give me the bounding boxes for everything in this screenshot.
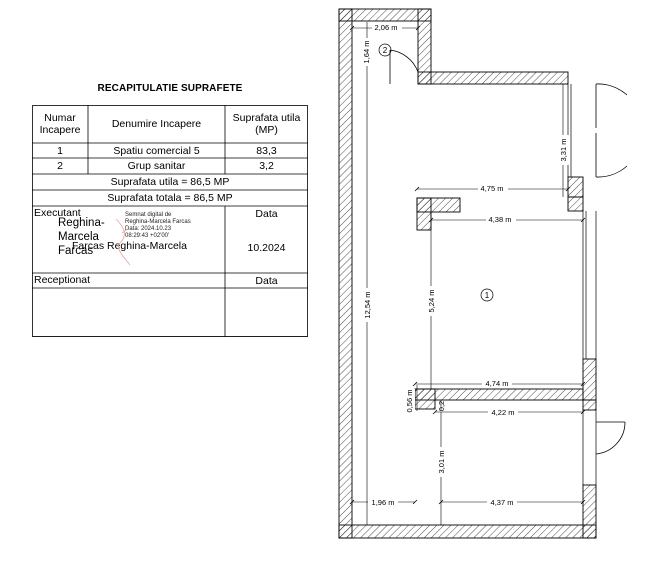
dimension-ticks bbox=[349, 25, 586, 505]
table-grid bbox=[32, 105, 308, 337]
row1-number: 1 bbox=[57, 144, 63, 157]
receptionat-label: Receptionat bbox=[34, 274, 91, 286]
total-area: Suprafata totala = 86,5 MP bbox=[107, 192, 233, 204]
executant-data-label: Data bbox=[255, 208, 278, 220]
header-room-number: Numar Incapere bbox=[39, 112, 81, 136]
row1-name: Spatiu comercial 5 bbox=[113, 144, 200, 157]
dim-inner-height: 5,24 m bbox=[427, 290, 436, 313]
table-title: RECAPITULATIE SUPRAFETE bbox=[97, 83, 243, 94]
room-label-2: 2 bbox=[383, 46, 388, 55]
exterior-walls bbox=[338, 8, 597, 539]
dim-door-recess: 3,31 m bbox=[559, 139, 568, 162]
row2-area: 3,2 bbox=[259, 160, 274, 172]
dim-lower-height: 3,01 m bbox=[437, 451, 446, 474]
digital-signature-text: Semnat digital de Reghina-Marcela Farcas… bbox=[125, 212, 191, 239]
dim-top-width: 2,06 m bbox=[375, 23, 398, 32]
signature-scribble bbox=[115, 218, 131, 266]
dim-wc-height: 1,64 m bbox=[362, 41, 371, 64]
row2-number: 2 bbox=[57, 160, 63, 172]
dim-long-height: 12,54 m bbox=[363, 291, 372, 318]
executant-name: Reghina-Marcela Farcas bbox=[58, 217, 105, 257]
glass-facade bbox=[567, 84, 597, 485]
dim-mid-width: 4,74 m bbox=[486, 379, 509, 388]
interior-partitions bbox=[414, 197, 597, 411]
dim-inner-width: 4,38 m bbox=[489, 215, 512, 224]
dim-small-gap: 0,2 bbox=[437, 401, 446, 411]
dim-bottom-left: 1,96 m bbox=[372, 498, 395, 507]
dim-upper-width: 4,75 m bbox=[481, 184, 504, 193]
row2-name: Grup sanitar bbox=[127, 160, 186, 172]
area-summary-table: Numar Incapere Denumire Incapere Suprafa… bbox=[32, 105, 308, 337]
doors bbox=[389, 49, 628, 455]
room-labels: 1 2 bbox=[378, 43, 494, 302]
dimension-texts: 2,06 m 1,64 m 3,31 m 4,75 m 4,38 m 5,24 … bbox=[361, 23, 569, 507]
row1-area: 83,3 bbox=[256, 144, 277, 157]
executant-label: Executant bbox=[34, 207, 81, 219]
dim-wall-thickness: 0,56 m bbox=[405, 390, 414, 413]
dimension-lines bbox=[352, 22, 583, 525]
header-area: Suprafata utila (MP) bbox=[232, 112, 301, 136]
executant-name-overlay: Farcas Reghina-Marcela bbox=[72, 240, 187, 252]
executant-date: 10.2024 bbox=[247, 241, 286, 254]
header-room-name: Denumire Incapere bbox=[111, 118, 202, 130]
room-label-1: 1 bbox=[485, 291, 490, 300]
dim-bottom-right: 4,37 m bbox=[491, 498, 514, 507]
dim-lower-width: 4,22 m bbox=[492, 408, 515, 417]
total-useful-area: Suprafata utila = 86,5 MP bbox=[110, 176, 230, 188]
receptionat-data-label: Data bbox=[255, 274, 278, 287]
